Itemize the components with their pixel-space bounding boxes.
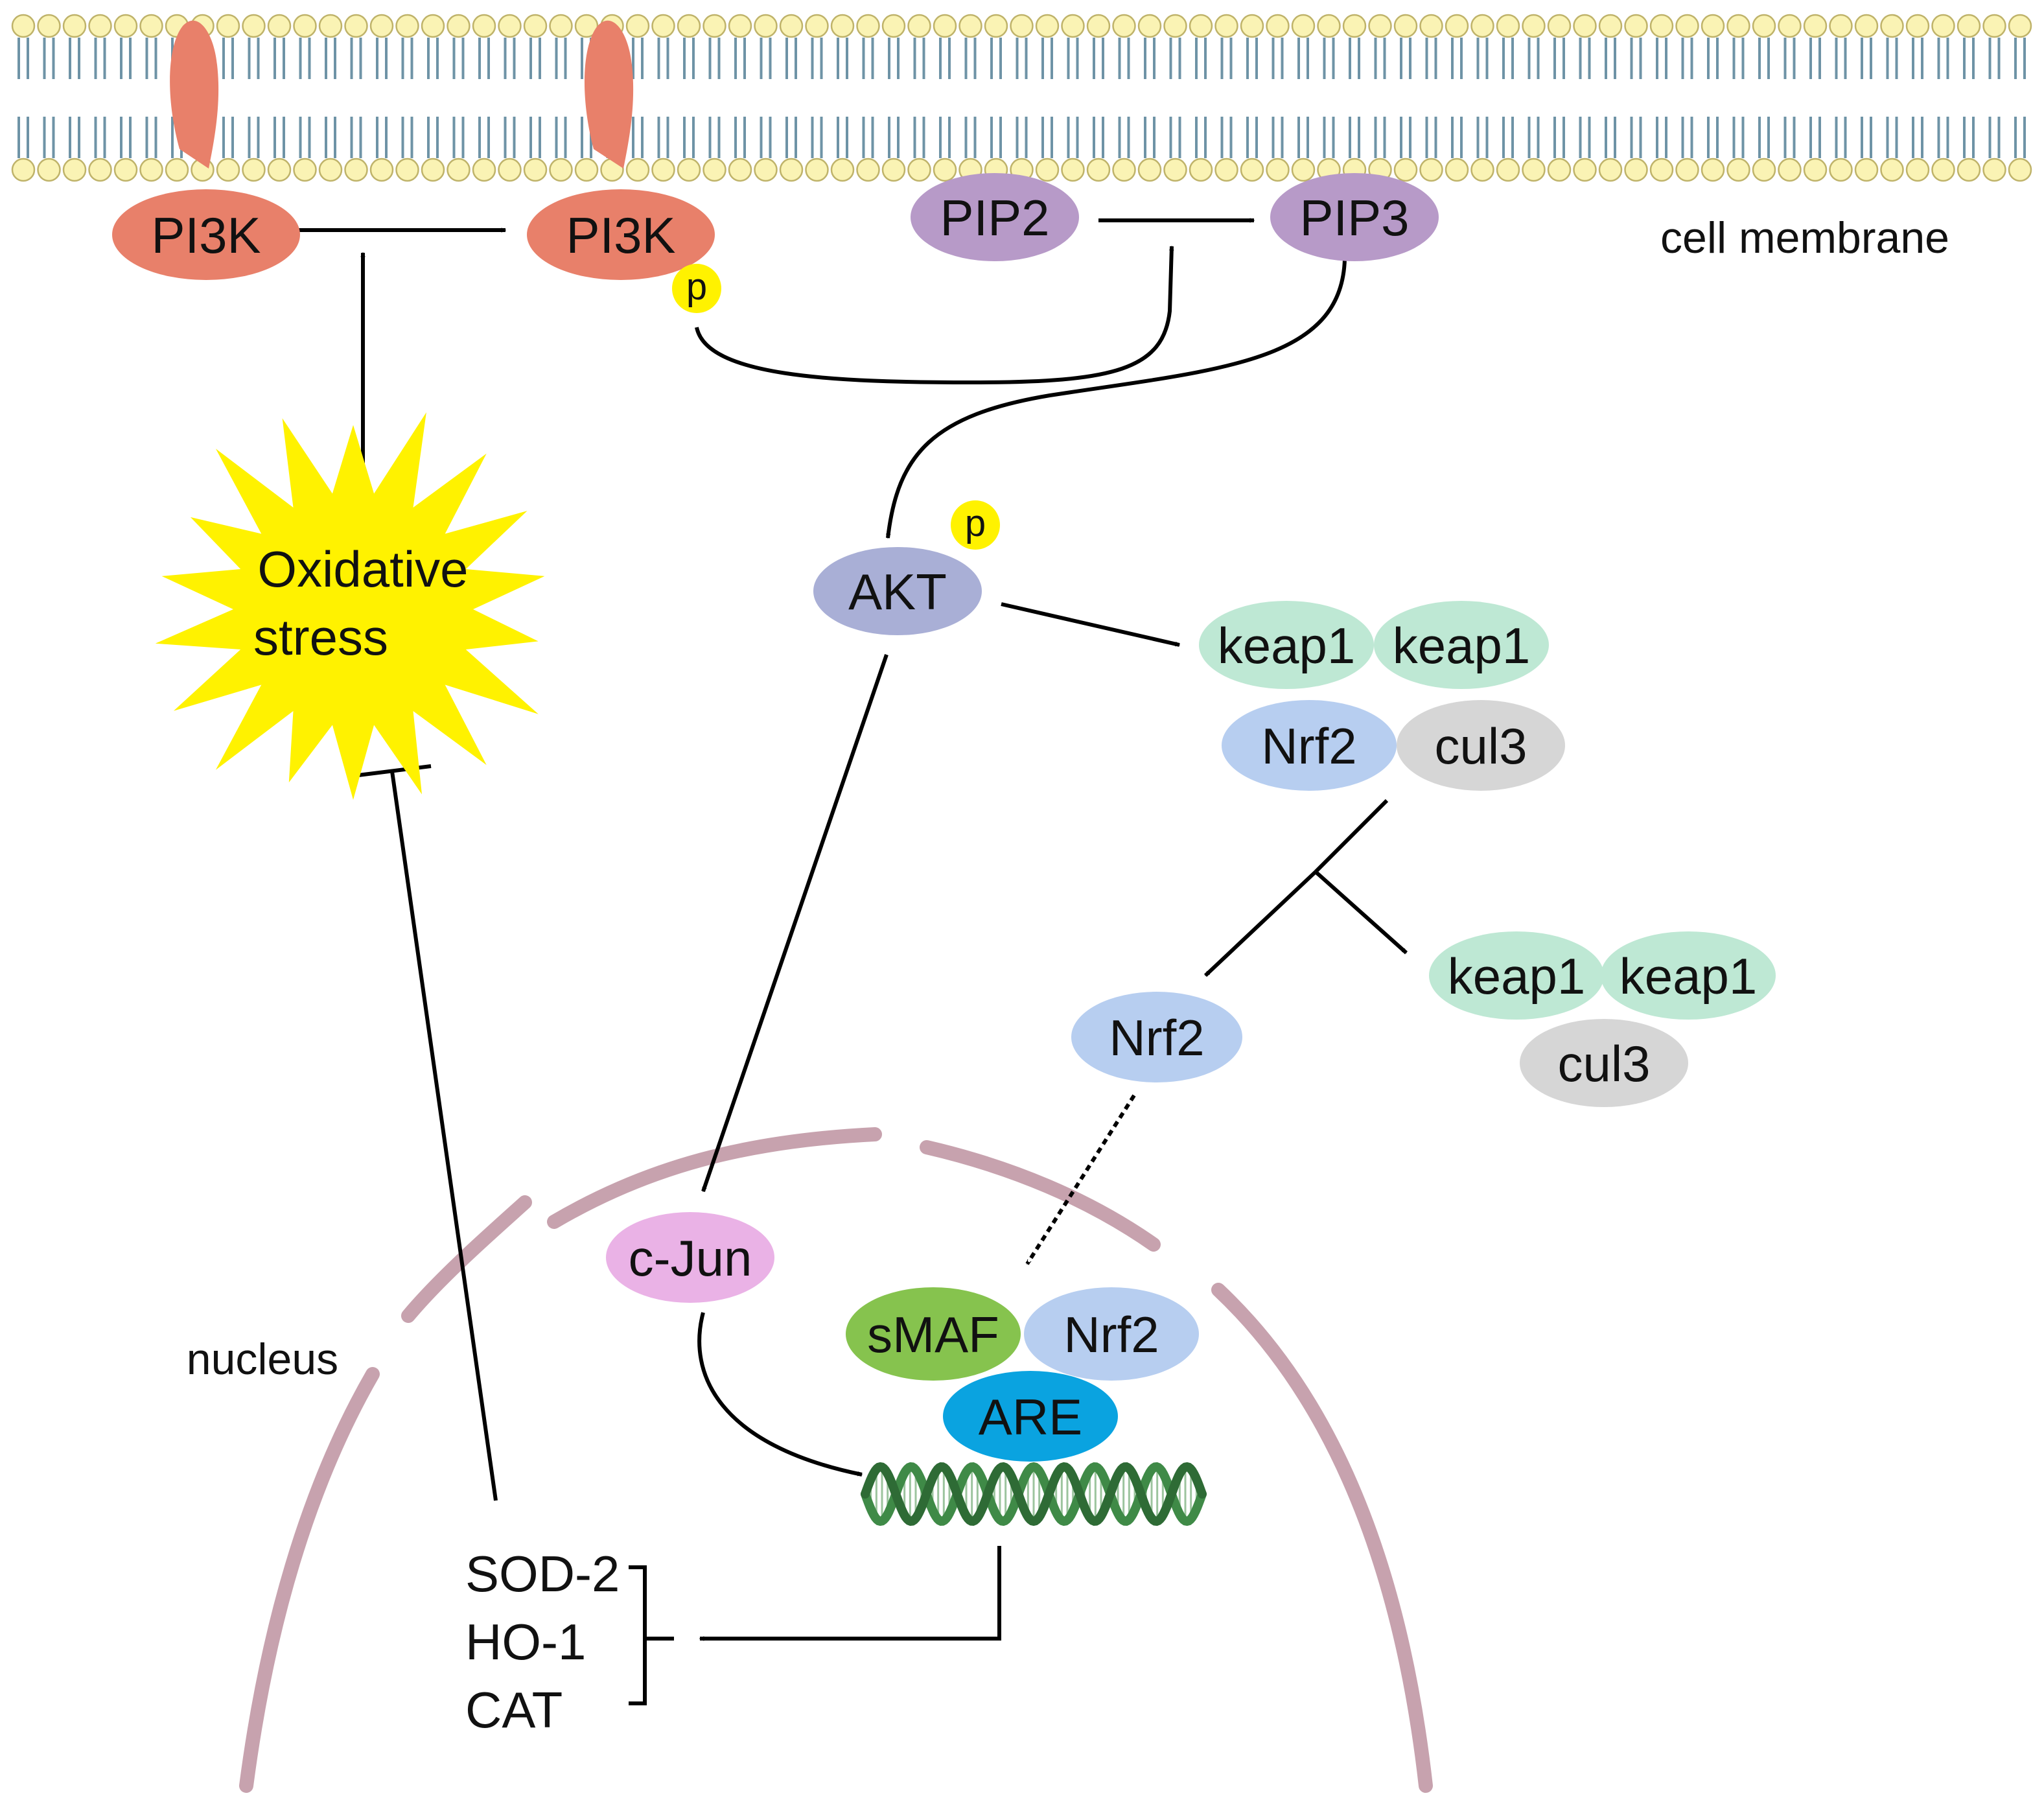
svg-text:PIP3: PIP3 <box>1299 189 1409 246</box>
gene-list: SOD-2 HO-1 CAT <box>465 1545 620 1738</box>
edge-pip3-to-akt <box>886 259 1347 538</box>
gene-ho1: HO-1 <box>465 1613 586 1670</box>
node-pip2: PIP2 <box>911 173 1079 261</box>
svg-text:c-Jun: c-Jun <box>629 1230 752 1287</box>
edge-split-to-nrf2 <box>1203 870 1318 977</box>
phospho-badge-akt: p <box>951 500 1000 550</box>
node-pi3k-inactive: PI3K <box>112 189 300 280</box>
nucleus-envelope <box>239 1127 1433 1793</box>
gene-sod2: SOD-2 <box>465 1545 620 1602</box>
cell-membrane-bilayer <box>11 14 2032 182</box>
gene-group-bracket <box>629 1565 647 1705</box>
node-pip3: PIP3 <box>1270 173 1439 261</box>
svg-text:p: p <box>965 502 986 544</box>
svg-text:p: p <box>686 266 707 308</box>
node-nrf2-complex: Nrf2 <box>1222 700 1397 791</box>
edge-akt-to-cjun <box>701 654 888 1191</box>
node-keap1-b: keap1 <box>1374 601 1549 689</box>
node-cul3-free: cul3 <box>1520 1019 1688 1107</box>
node-akt: AKT <box>813 547 982 635</box>
phospho-badge-pi3k: p <box>672 264 721 313</box>
svg-text:keap1: keap1 <box>1218 617 1356 674</box>
node-smaf: sMAF <box>846 1287 1021 1381</box>
edge-dna-to-genes <box>700 1546 1001 1639</box>
receptor-stalk-left <box>170 20 219 169</box>
svg-text:ARE: ARE <box>979 1388 1082 1445</box>
edge-genes-inhibit-stress <box>390 771 498 1501</box>
svg-text:cul3: cul3 <box>1434 718 1527 775</box>
node-nrf2-free: Nrf2 <box>1071 992 1242 1082</box>
svg-text:keap1: keap1 <box>1393 617 1531 674</box>
node-pi3k-active: PI3K <box>527 189 715 280</box>
pathway-edges <box>298 220 1408 1705</box>
oxidative-stress-label-line1: Oxidative <box>257 541 468 598</box>
node-nrf2-nuclear: Nrf2 <box>1024 1287 1199 1381</box>
nucleus-label: nucleus <box>187 1335 338 1384</box>
oxidative-stress: Oxidative stress <box>155 412 545 800</box>
gene-cat: CAT <box>465 1681 563 1738</box>
svg-text:cul3: cul3 <box>1557 1035 1650 1092</box>
svg-text:AKT: AKT <box>848 563 947 620</box>
svg-text:Nrf2: Nrf2 <box>1261 718 1356 775</box>
svg-text:PIP2: PIP2 <box>940 189 1049 246</box>
edge-pi3kp-catalysis <box>695 246 1172 385</box>
svg-text:Nrf2: Nrf2 <box>1063 1306 1159 1363</box>
dna-helix <box>861 1462 1207 1526</box>
node-keap1-c: keap1 <box>1429 931 1604 1020</box>
node-cul3-complex: cul3 <box>1397 700 1565 791</box>
oxidative-stress-label-line2: stress <box>253 609 388 666</box>
edge-split-to-keap1-cul3 <box>1314 870 1408 955</box>
svg-text:keap1: keap1 <box>1448 948 1586 1005</box>
svg-text:Nrf2: Nrf2 <box>1109 1009 1204 1066</box>
edge-cjun-to-dna <box>697 1312 862 1477</box>
node-keap1-d: keap1 <box>1601 931 1776 1020</box>
svg-text:keap1: keap1 <box>1620 948 1758 1005</box>
edge-complex-split-stem <box>1314 799 1389 874</box>
edge-akt-to-keap1-complex <box>1001 602 1179 647</box>
edge-nrf2-translocation <box>1025 1094 1136 1265</box>
svg-text:PI3K: PI3K <box>566 207 675 264</box>
svg-text:PI3K: PI3K <box>151 207 261 264</box>
cell-membrane-label: cell membrane <box>1660 213 1949 263</box>
node-c-jun: c-Jun <box>606 1212 774 1303</box>
node-are: ARE <box>943 1371 1118 1462</box>
node-keap1-a: keap1 <box>1199 601 1374 689</box>
svg-text:sMAF: sMAF <box>867 1306 999 1363</box>
receptor-stalk-right <box>584 20 634 169</box>
oxidative-stress-star <box>155 412 545 800</box>
